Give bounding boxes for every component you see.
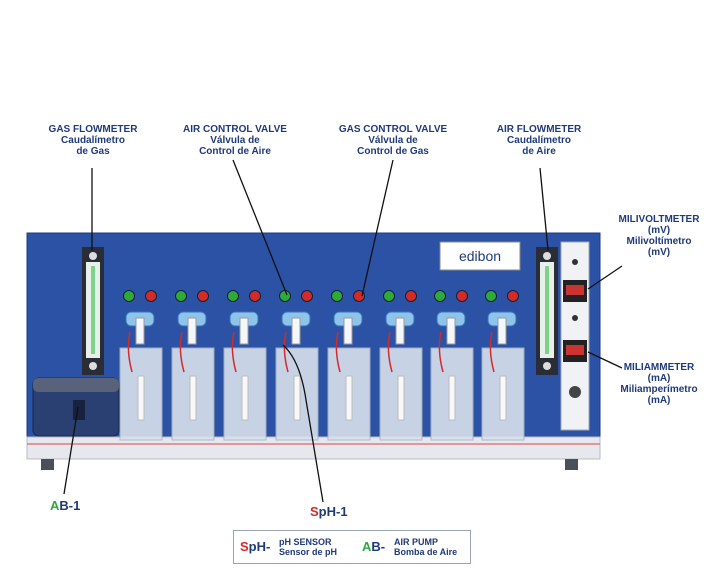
air-pump bbox=[32, 377, 120, 437]
stirrer-paddle bbox=[137, 375, 145, 421]
stirrer-paddle bbox=[448, 375, 456, 421]
valve-stem bbox=[343, 317, 353, 345]
tag-ph-sensor: SpH-1 bbox=[310, 504, 348, 519]
valve-stem bbox=[135, 317, 145, 345]
gas-flowmeter-device bbox=[82, 247, 104, 375]
indicator-red bbox=[353, 290, 365, 302]
ph-cable bbox=[335, 331, 341, 373]
indicator-red bbox=[507, 290, 519, 302]
indicator-green bbox=[175, 290, 187, 302]
indicator-green bbox=[227, 290, 239, 302]
foot-left bbox=[41, 459, 54, 470]
leader-gas-control-valve bbox=[361, 159, 394, 297]
ph-cable bbox=[387, 331, 393, 373]
legend-ab-key: AB- bbox=[362, 539, 386, 554]
leader-miliammeter bbox=[587, 351, 623, 369]
foot-right bbox=[565, 459, 578, 470]
leader-milivoltmeter bbox=[587, 265, 623, 290]
stirrer-paddle bbox=[241, 375, 249, 421]
tag-air-pump: AB-1 bbox=[50, 498, 81, 513]
leader-ph-sensor bbox=[282, 344, 324, 503]
valve-stem bbox=[187, 317, 197, 345]
label-miliammeter: MILIAMMETER(mA)Miliamperímetro(mA) bbox=[620, 362, 698, 406]
indicator-red bbox=[197, 290, 209, 302]
label-milivoltmeter: MILIVOLTMETER(mV)Milivoltímetro(mV) bbox=[618, 214, 700, 258]
ph-cable bbox=[489, 331, 495, 373]
indicator-red bbox=[456, 290, 468, 302]
leader-air-flowmeter bbox=[539, 167, 549, 251]
ph-cable bbox=[127, 331, 133, 373]
indicator-red bbox=[405, 290, 417, 302]
indicator-red bbox=[249, 290, 261, 302]
stirrer-paddle bbox=[397, 375, 405, 421]
air-flowmeter-device bbox=[536, 247, 558, 375]
legend-ph-key: SpH- bbox=[240, 539, 271, 554]
leader-air-control-valve bbox=[232, 159, 288, 296]
valve-stem bbox=[239, 317, 249, 345]
indicator-green bbox=[434, 290, 446, 302]
stirrer-paddle bbox=[499, 375, 507, 421]
indicator-green bbox=[485, 290, 497, 302]
leader-air-pump bbox=[63, 406, 79, 495]
control-column bbox=[560, 241, 590, 431]
edibon-logo: edibon bbox=[458, 248, 502, 264]
ph-cable bbox=[231, 331, 237, 373]
ph-cable bbox=[438, 331, 444, 373]
indicator-green bbox=[383, 290, 395, 302]
indicator-red bbox=[145, 290, 157, 302]
stirrer-paddle bbox=[293, 375, 301, 421]
stirrer-paddle bbox=[189, 375, 197, 421]
valve-stem bbox=[291, 317, 301, 345]
indicator-green bbox=[279, 290, 291, 302]
cell-array bbox=[119, 290, 525, 441]
stirrer-paddle bbox=[345, 375, 353, 421]
indicator-green bbox=[331, 290, 343, 302]
logo-box bbox=[439, 241, 521, 271]
ph-cable bbox=[283, 331, 289, 373]
indicator-red bbox=[301, 290, 313, 302]
valve-stem bbox=[446, 317, 456, 345]
valve-stem bbox=[497, 317, 507, 345]
ph-cable bbox=[179, 331, 185, 373]
valve-stem bbox=[395, 317, 405, 345]
indicator-green bbox=[123, 290, 135, 302]
